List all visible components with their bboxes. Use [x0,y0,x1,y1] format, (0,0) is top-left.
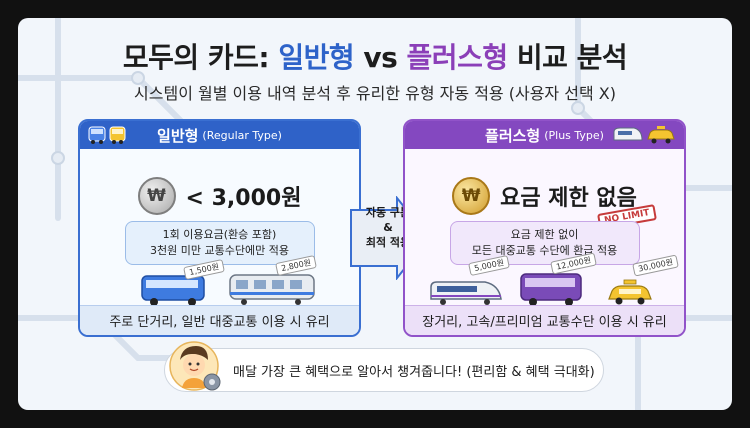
regular-price: ₩ < 3,000원 [80,177,359,215]
user-avatar-icon [169,341,221,391]
taxi-icon [647,126,675,144]
title-plus: 플러스형 [406,41,509,74]
won-coin-icon: ₩ [137,177,176,215]
ktx-train-icon [613,127,643,141]
infographic-card: 모두의 카드: 일반형 vs 플러스형 비교 분석 시스템이 월별 이용 내역 … [18,18,732,410]
bottom-message: 매달 가장 큰 혜택으로 알아서 챙겨줍니다! (편리함 & 혜택 극대화) [233,364,595,380]
plus-vehicles: 5,000원 12,000원 30,000원 [405,252,684,309]
regular-panel-header: 일반형(Regular Type) [80,121,359,149]
page-subtitle: 시스템이 월별 이용 내역 분석 후 유리한 유형 자동 적용 (사용자 선택 … [134,84,616,103]
auto-select-label: 자동 구분 & 최적 적용 [365,206,411,249]
regular-vehicles: 1,500원 2,800원 [80,254,359,309]
page-title: 모두의 카드: 일반형 vs 플러스형 비교 분석 [122,41,628,74]
plus-footer: 장거리, 고속/프리미엄 교통수단 이용 시 유리 [405,305,684,335]
express-bus-icon [520,273,582,306]
plus-type-panel: 플러스형(Plus Type) ₩ 요금 제한 없음 NO LIMIT 요금 제… [403,119,686,337]
regular-price-text: < 3,000원 [185,186,302,211]
bus-icon [88,126,126,144]
plus-panel-header: 플러스형(Plus Type) [405,121,684,149]
regular-type-panel: 일반형(Regular Type) ₩ < 3,000원 1회 이용요금(환승 … [78,119,361,337]
taxi-icon [608,279,652,305]
won-coin-icon: ₩ [452,177,491,215]
plus-price-text: 요금 제한 없음 [500,186,637,211]
plus-note: 요금 제한 없이 모든 대중교통 수단에 환급 적용 [449,221,640,265]
ktx-train-icon [430,281,502,305]
bottom-message-banner: 매달 가장 큰 혜택으로 알아서 챙겨줍니다! (편리함 & 혜택 극대화) [164,348,604,392]
regular-footer: 주로 단거리, 일반 대중교통 이용 시 유리 [80,305,359,335]
subway-train-icon [229,274,315,305]
title-regular: 일반형 [278,41,355,74]
regular-note: 1회 이용요금(환승 포함) 3천원 미만 교통수단에만 적용 [124,221,315,265]
city-bus-icon [141,275,205,306]
plus-price: ₩ 요금 제한 없음 [405,177,684,215]
